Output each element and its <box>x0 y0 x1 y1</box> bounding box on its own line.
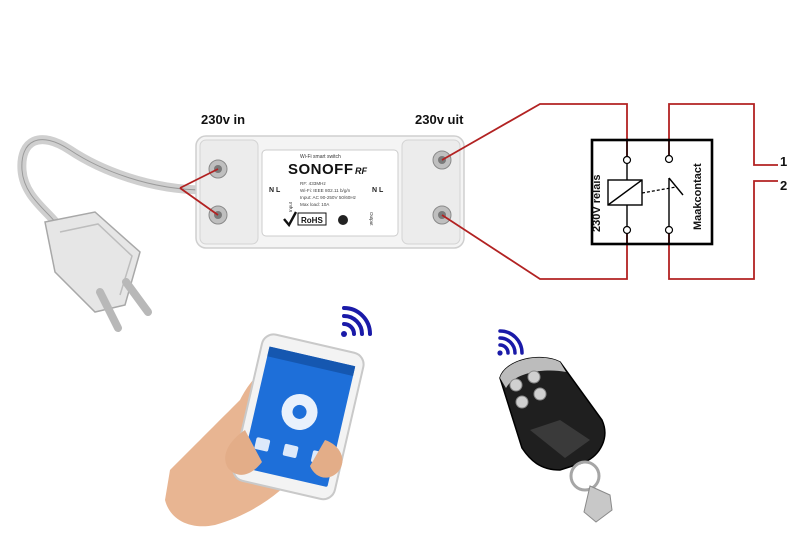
relay-box: 230V relais Maakcontact <box>590 138 714 246</box>
label-230v-in: 230v in <box>201 112 245 127</box>
mechanical-link <box>641 186 677 194</box>
pair-button <box>338 215 348 225</box>
right-terminal-labels: N L <box>372 187 384 194</box>
device-model: RF <box>355 166 367 176</box>
terminal-2-label: 2 <box>780 178 787 193</box>
sonoff-module: Wi-Fi smart switch SONOFF RF RF: 433MHz … <box>195 135 465 249</box>
wiring <box>179 103 778 280</box>
wifi-icon <box>497 329 524 356</box>
remote-icon <box>499 356 613 523</box>
phone-icon <box>165 333 365 527</box>
device-spec-1: RF: 433MHz <box>300 181 326 186</box>
device-spec-2: Wi-Fi: IEEE 802.11 b/g/n <box>300 188 351 193</box>
relay-label: 230V relais <box>591 175 603 233</box>
right-side-label: Output <box>369 212 374 226</box>
device-spec-4: Max load: 10A <box>300 202 330 207</box>
contact-label: Maakcontact <box>692 163 704 230</box>
device-tagline: Wi-Fi smart switch <box>300 154 341 160</box>
device-spec-3: Input: AC 90-250V 50/60Hz <box>300 195 357 200</box>
rohs-label: RoHS <box>301 216 323 225</box>
wifi-icon <box>341 306 372 337</box>
left-terminal-labels: N L <box>269 187 281 194</box>
plug-icon <box>17 135 210 332</box>
left-side-label: Input <box>288 201 293 212</box>
label-230v-out: 230v uit <box>415 112 464 127</box>
rohs-mark: RoHS <box>283 211 327 228</box>
terminal-1-label: 1 <box>780 154 787 169</box>
device-brand: SONOFF <box>288 161 354 178</box>
